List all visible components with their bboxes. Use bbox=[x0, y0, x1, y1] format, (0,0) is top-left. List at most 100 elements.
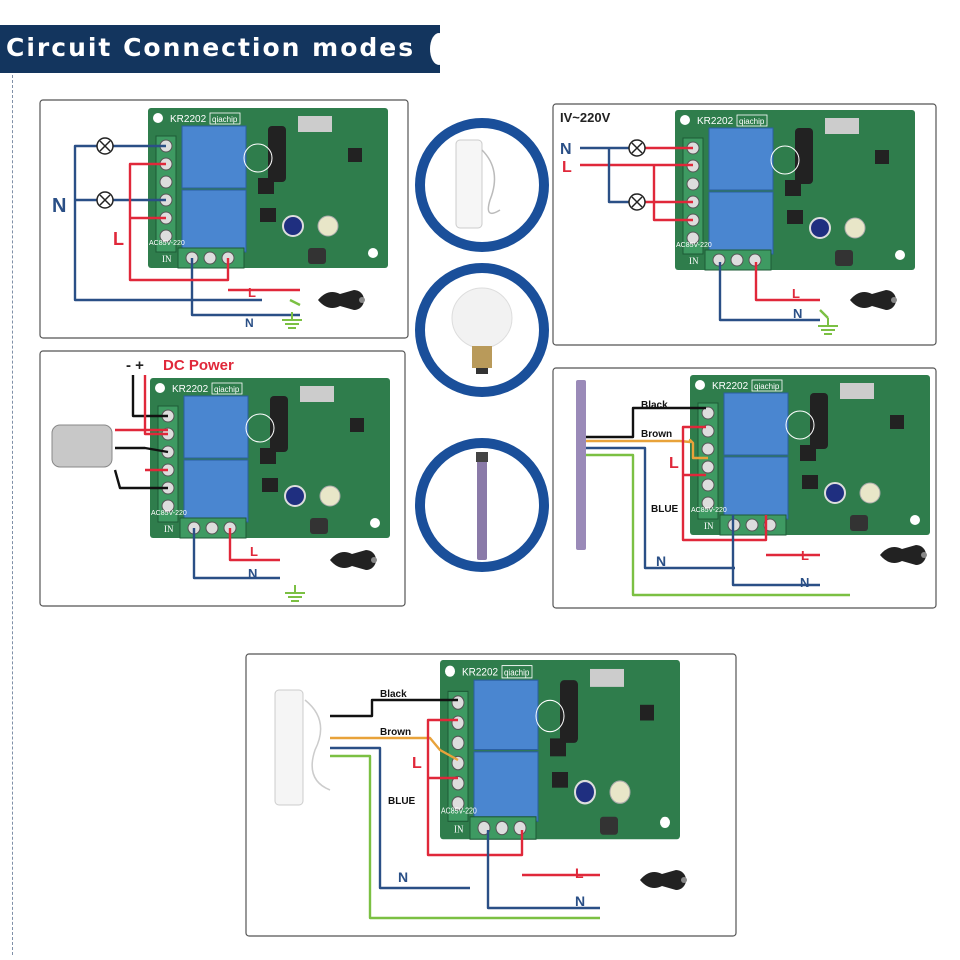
lamp-icon bbox=[628, 193, 646, 211]
board-brand: qiachip bbox=[504, 667, 530, 678]
wiring-panel-2: IV~220V N L L N bbox=[560, 110, 897, 335]
mounting-hole bbox=[370, 518, 380, 528]
board-voltage: AC85V-220 bbox=[151, 510, 187, 517]
chip bbox=[875, 150, 889, 164]
chip bbox=[260, 448, 276, 464]
board-voltage: AC85V-220 bbox=[691, 507, 727, 514]
chip bbox=[550, 738, 566, 757]
relay bbox=[473, 751, 539, 822]
terminal-screw bbox=[161, 499, 175, 513]
mounting-hole bbox=[680, 115, 690, 125]
antenna-coil bbox=[268, 126, 286, 182]
inductor bbox=[850, 515, 868, 531]
dc-power-label: DC Power bbox=[163, 357, 234, 374]
chip bbox=[787, 210, 803, 224]
tubular-motor-icon bbox=[576, 380, 586, 550]
live-label: L bbox=[562, 159, 572, 176]
mounting-hole bbox=[368, 248, 378, 258]
live-label: L bbox=[801, 548, 809, 563]
mounting-hole bbox=[660, 816, 670, 828]
terminal-screw bbox=[513, 820, 527, 836]
live-label: L bbox=[412, 755, 422, 772]
mounting-hole bbox=[155, 383, 165, 393]
board-model: KR2202 bbox=[170, 114, 207, 125]
wireless-sensor-icon bbox=[415, 118, 549, 252]
voltage-label: IV~220V bbox=[560, 110, 611, 125]
terminal-screw bbox=[203, 251, 217, 265]
neutral-label: N bbox=[245, 316, 254, 330]
board-input-label: IN bbox=[454, 824, 464, 836]
dip-switch bbox=[300, 386, 334, 402]
chip bbox=[552, 772, 568, 788]
live-label: L bbox=[248, 285, 256, 300]
chip bbox=[640, 704, 654, 721]
dc-polarity-label: - + bbox=[126, 357, 144, 374]
board-brand: qiachip bbox=[739, 117, 765, 126]
terminal-screw bbox=[701, 460, 715, 474]
mounting-hole bbox=[910, 515, 920, 525]
terminal-screw bbox=[159, 229, 173, 243]
silkscreen-circle bbox=[785, 410, 815, 440]
capacitor bbox=[844, 217, 866, 239]
neutral-label: N bbox=[52, 195, 66, 217]
neutral-label: N bbox=[800, 575, 809, 590]
wiring-panel-1: N L L N bbox=[52, 137, 365, 330]
mounting-hole bbox=[445, 665, 455, 677]
chip bbox=[258, 178, 274, 194]
terminal-screw bbox=[495, 820, 509, 836]
relay bbox=[181, 125, 247, 189]
terminal-screw bbox=[159, 175, 173, 189]
dc-motor-icon bbox=[51, 424, 113, 468]
antenna-coil bbox=[270, 396, 288, 452]
dip-switch bbox=[298, 116, 332, 132]
board-model: KR2202 bbox=[462, 666, 498, 679]
terminal-screw bbox=[451, 695, 465, 710]
wiring-panel-5: Black Brown BLUE L N L N bbox=[274, 689, 687, 920]
capacitor bbox=[317, 215, 339, 237]
brown-wire-label: Brown bbox=[641, 429, 672, 440]
inductor bbox=[835, 250, 853, 266]
silkscreen-circle bbox=[243, 143, 273, 173]
light-bulb-icon bbox=[415, 263, 549, 397]
wiring-panel-4: Black Brown BLUE L N L N bbox=[576, 380, 927, 597]
board-brand: qiachip bbox=[214, 385, 240, 394]
board-input-label: IN bbox=[162, 254, 172, 264]
inductor bbox=[600, 816, 618, 835]
wiring-panel-3: - + DC Power L N bbox=[51, 357, 377, 602]
capacitor bbox=[319, 485, 341, 507]
capacitor bbox=[859, 482, 881, 504]
board-model: KR2202 bbox=[172, 384, 209, 395]
capacitor bbox=[282, 215, 304, 237]
relay bbox=[181, 189, 247, 253]
relay bbox=[723, 392, 789, 456]
mounting-hole bbox=[895, 250, 905, 260]
capacitor bbox=[574, 779, 596, 805]
capacitor bbox=[284, 485, 306, 507]
terminal-screw bbox=[451, 775, 465, 791]
lamp-icon bbox=[628, 139, 646, 157]
header-notch bbox=[430, 33, 448, 65]
terminal-screw bbox=[686, 231, 700, 245]
dip-switch bbox=[590, 668, 624, 687]
relay bbox=[708, 127, 774, 191]
capacitor bbox=[609, 780, 631, 804]
live-label: L bbox=[792, 286, 800, 301]
chip bbox=[802, 475, 818, 489]
board-voltage: AC85V-220 bbox=[149, 240, 185, 247]
live-label: L bbox=[575, 865, 584, 881]
header-title: Circuit Connection modes bbox=[6, 33, 416, 62]
brown-wire-label: Brown bbox=[380, 727, 411, 738]
terminal-screw bbox=[730, 253, 744, 267]
neutral-label: N bbox=[656, 553, 666, 569]
neutral-label: N bbox=[560, 141, 572, 158]
tubular-motor-icon bbox=[415, 438, 549, 572]
relay bbox=[183, 395, 249, 459]
terminal-screw bbox=[451, 735, 465, 751]
terminal-screw bbox=[701, 406, 715, 420]
brand-box bbox=[211, 382, 243, 395]
dip-switch bbox=[825, 118, 859, 134]
chip bbox=[260, 208, 276, 222]
